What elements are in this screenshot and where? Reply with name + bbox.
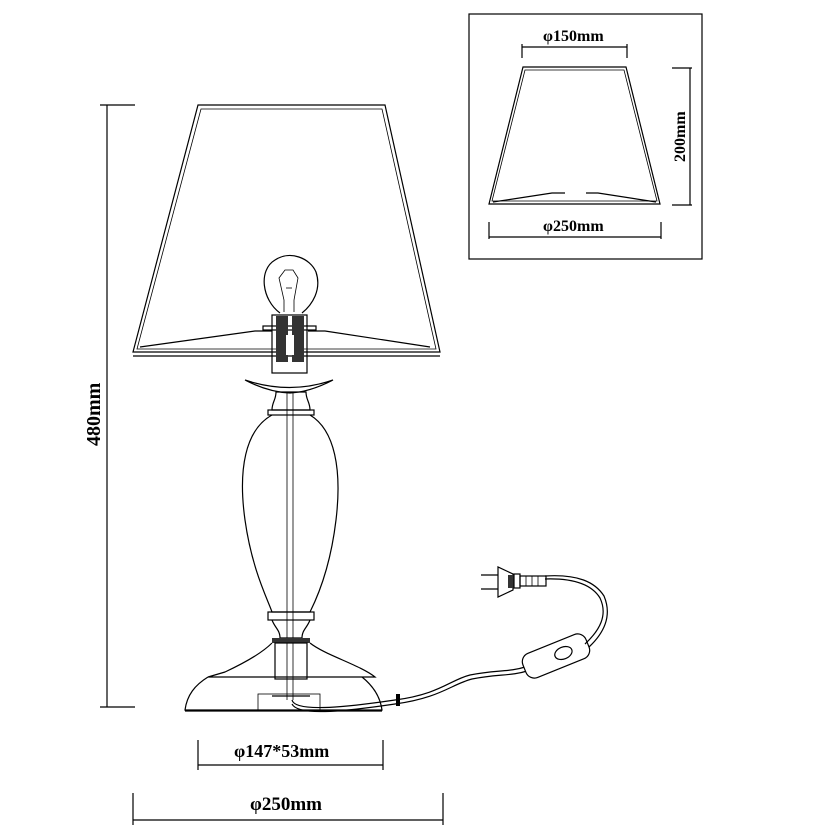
power-cord — [291, 566, 608, 713]
height-label: 480mm — [83, 382, 105, 446]
light-bulb — [263, 255, 319, 314]
inline-switch — [521, 633, 591, 679]
shade-detail-inset: φ150mm 200mm φ250mm — [468, 13, 703, 260]
lamp-body — [241, 391, 339, 700]
inset-top-diameter-label: φ150mm — [543, 28, 604, 45]
shade-width-dimension: φ250mm — [132, 793, 444, 825]
height-dimension: 480mm — [83, 104, 135, 708]
power-plug — [481, 566, 547, 598]
inset-height-label: 200mm — [672, 111, 689, 162]
lamp-base — [184, 642, 383, 712]
base-dimension: φ147*53mm — [197, 740, 384, 770]
shade-diameter-label: φ250mm — [250, 794, 322, 815]
base-size-label: φ147*53mm — [234, 741, 329, 761]
inset-bottom-diameter-label: φ250mm — [543, 218, 604, 235]
socket — [244, 314, 334, 394]
